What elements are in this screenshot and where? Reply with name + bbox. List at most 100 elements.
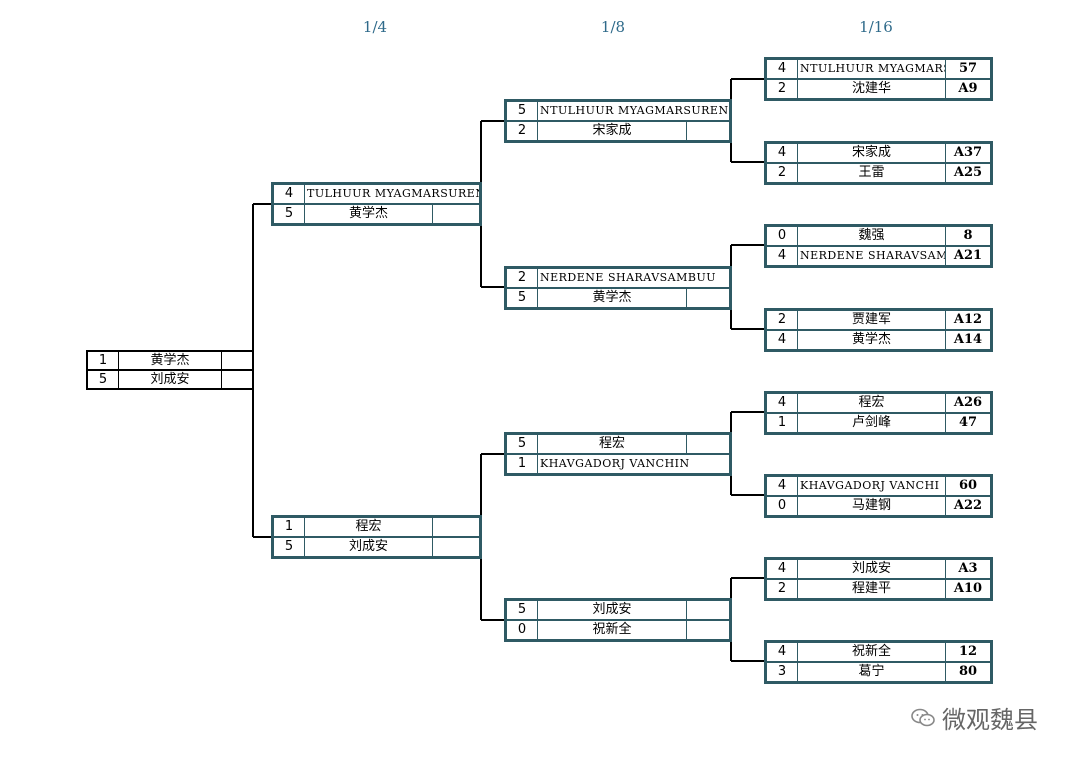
r16-match-6-player-1: 4 KHAVGADORJ VANCHI 60 <box>767 477 990 495</box>
r16-match-2: 4 宋家成 A37 2 王雷 A25 <box>764 141 993 185</box>
score: 4 <box>767 394 798 412</box>
player-name: 程宏 <box>355 519 382 534</box>
r8-match-4-player-2: 0 祝新全 <box>507 619 729 639</box>
player-name: 葛宁 <box>858 664 885 679</box>
player-name: 祝新全 <box>592 622 632 637</box>
wechat-icon <box>911 708 935 726</box>
r16-match-6-player-2: 0 马建钢 A22 <box>767 495 990 515</box>
player-name: 祝新全 <box>851 644 891 659</box>
seed: A9 <box>945 80 990 98</box>
seed: A3 <box>945 560 990 578</box>
qf-match-2-player-2: 5 刘成安 <box>274 536 479 556</box>
player-name: 黄学杰 <box>592 290 632 305</box>
player-name: 马建钢 <box>851 498 891 513</box>
r16-match-1-player-2: 2 沈建华 A9 <box>767 78 990 98</box>
r16-match-3: 0 魏强 8 4 NERDENE SHARAVSAMI A21 <box>764 224 993 268</box>
seed-cell <box>221 371 252 388</box>
player-name: 黄学杰 <box>851 332 891 347</box>
r16-match-8-player-1: 4 祝新全 12 <box>767 643 990 661</box>
score: 5 <box>274 538 305 556</box>
score: 1 <box>507 455 538 473</box>
r16-match-7-player-1: 4 刘成安 A3 <box>767 560 990 578</box>
r16-match-5: 4 程宏 A26 1 卢剑峰 47 <box>764 391 993 435</box>
score: 1 <box>88 352 119 369</box>
qf-match-1-player-2: 5 黄学杰 <box>274 203 479 223</box>
score: 2 <box>767 580 798 598</box>
player-name: NERDENE SHARAVSAMI <box>800 249 945 262</box>
seed: A21 <box>945 247 990 265</box>
r16-match-4: 2 贾建军 A12 4 黄学杰 A14 <box>764 308 993 352</box>
seed: A37 <box>945 144 990 162</box>
player-name: 沈建华 <box>851 81 891 96</box>
r8-match-4: 5 刘成安 0 祝新全 <box>504 598 732 642</box>
score: 0 <box>767 227 798 245</box>
r16-match-1-player-1: 4 NTULHUUR MYAGMARS 57 <box>767 60 990 78</box>
player-name: TULHUUR MYAGMARSUREN <box>307 187 479 200</box>
round-header-quarterfinal: 1/4 <box>362 18 388 36</box>
seed: 57 <box>945 60 990 78</box>
player-name: 程宏 <box>858 395 885 410</box>
player-name: 宋家成 <box>592 123 632 138</box>
player-name: 王雷 <box>858 165 885 180</box>
seed-cell <box>432 205 479 223</box>
round-header-round-of-8: 1/8 <box>600 18 626 36</box>
score: 4 <box>767 331 798 349</box>
player-name: 刘成安 <box>348 539 388 554</box>
score: 4 <box>767 247 798 265</box>
score: 4 <box>767 560 798 578</box>
score: 4 <box>767 60 798 78</box>
score: 5 <box>88 371 119 388</box>
watermark-text: 微观魏县 <box>942 706 1038 734</box>
player-name: 贾建军 <box>851 312 891 327</box>
round-header-round-of-16: 1/16 <box>859 18 893 36</box>
score: 2 <box>507 269 538 287</box>
player-name: 魏强 <box>858 228 885 243</box>
r8-match-2-player-1: 2 NERDENE SHARAVSAMBUU <box>507 269 729 287</box>
player-name: KHAVGADORJ VANCHIN <box>540 457 690 470</box>
r16-match-3-player-2: 4 NERDENE SHARAVSAMI A21 <box>767 245 990 265</box>
r16-match-2-player-2: 2 王雷 A25 <box>767 162 990 182</box>
qf-match-1-player-1: 4 TULHUUR MYAGMARSUREN <box>274 185 479 203</box>
seed: A26 <box>945 394 990 412</box>
r8-match-3: 5 程宏 1 KHAVGADORJ VANCHIN <box>504 432 732 476</box>
r16-match-4-player-2: 4 黄学杰 A14 <box>767 329 990 349</box>
r16-match-8-player-2: 3 葛宁 80 <box>767 661 990 681</box>
score: 2 <box>767 80 798 98</box>
seed: A10 <box>945 580 990 598</box>
r8-match-3-player-1: 5 程宏 <box>507 435 729 453</box>
final-match: 1 黄学杰 5 刘成安 <box>86 350 254 390</box>
player-name: 刘成安 <box>150 372 190 387</box>
seed-cell <box>221 352 252 369</box>
seed: 8 <box>945 227 990 245</box>
r8-match-1: 5 NTULHUUR MYAGMARSUREN 2 宋家成 <box>504 99 732 143</box>
r8-match-2-player-2: 5 黄学杰 <box>507 287 729 307</box>
score: 2 <box>507 122 538 140</box>
r8-match-2: 2 NERDENE SHARAVSAMBUU 5 黄学杰 <box>504 266 732 310</box>
seed: 12 <box>945 643 990 661</box>
score: 5 <box>507 289 538 307</box>
r16-match-7: 4 刘成安 A3 2 程建平 A10 <box>764 557 993 601</box>
r16-match-2-player-1: 4 宋家成 A37 <box>767 144 990 162</box>
seed: A14 <box>945 331 990 349</box>
r16-match-1: 4 NTULHUUR MYAGMARS 57 2 沈建华 A9 <box>764 57 993 101</box>
score: 3 <box>767 663 798 681</box>
seed-cell <box>686 122 729 140</box>
player-name: NTULHUUR MYAGMARS <box>800 62 945 75</box>
score: 0 <box>507 621 538 639</box>
score: 4 <box>274 185 305 203</box>
seed-cell <box>686 435 729 453</box>
player-name: 程宏 <box>598 436 625 451</box>
score: 5 <box>507 435 538 453</box>
player-name: 刘成安 <box>592 602 632 617</box>
score: 1 <box>274 518 305 536</box>
player-name: NERDENE SHARAVSAMBUU <box>540 271 716 284</box>
seed: 47 <box>945 414 990 432</box>
player-name: 宋家成 <box>851 145 891 160</box>
score: 0 <box>767 497 798 515</box>
r16-match-6: 4 KHAVGADORJ VANCHI 60 0 马建钢 A22 <box>764 474 993 518</box>
r16-match-3-player-1: 0 魏强 8 <box>767 227 990 245</box>
player-name: 黄学杰 <box>348 206 388 221</box>
seed-cell <box>432 518 479 536</box>
qf-match-2: 1 程宏 5 刘成安 <box>271 515 482 559</box>
r16-match-7-player-2: 2 程建平 A10 <box>767 578 990 598</box>
